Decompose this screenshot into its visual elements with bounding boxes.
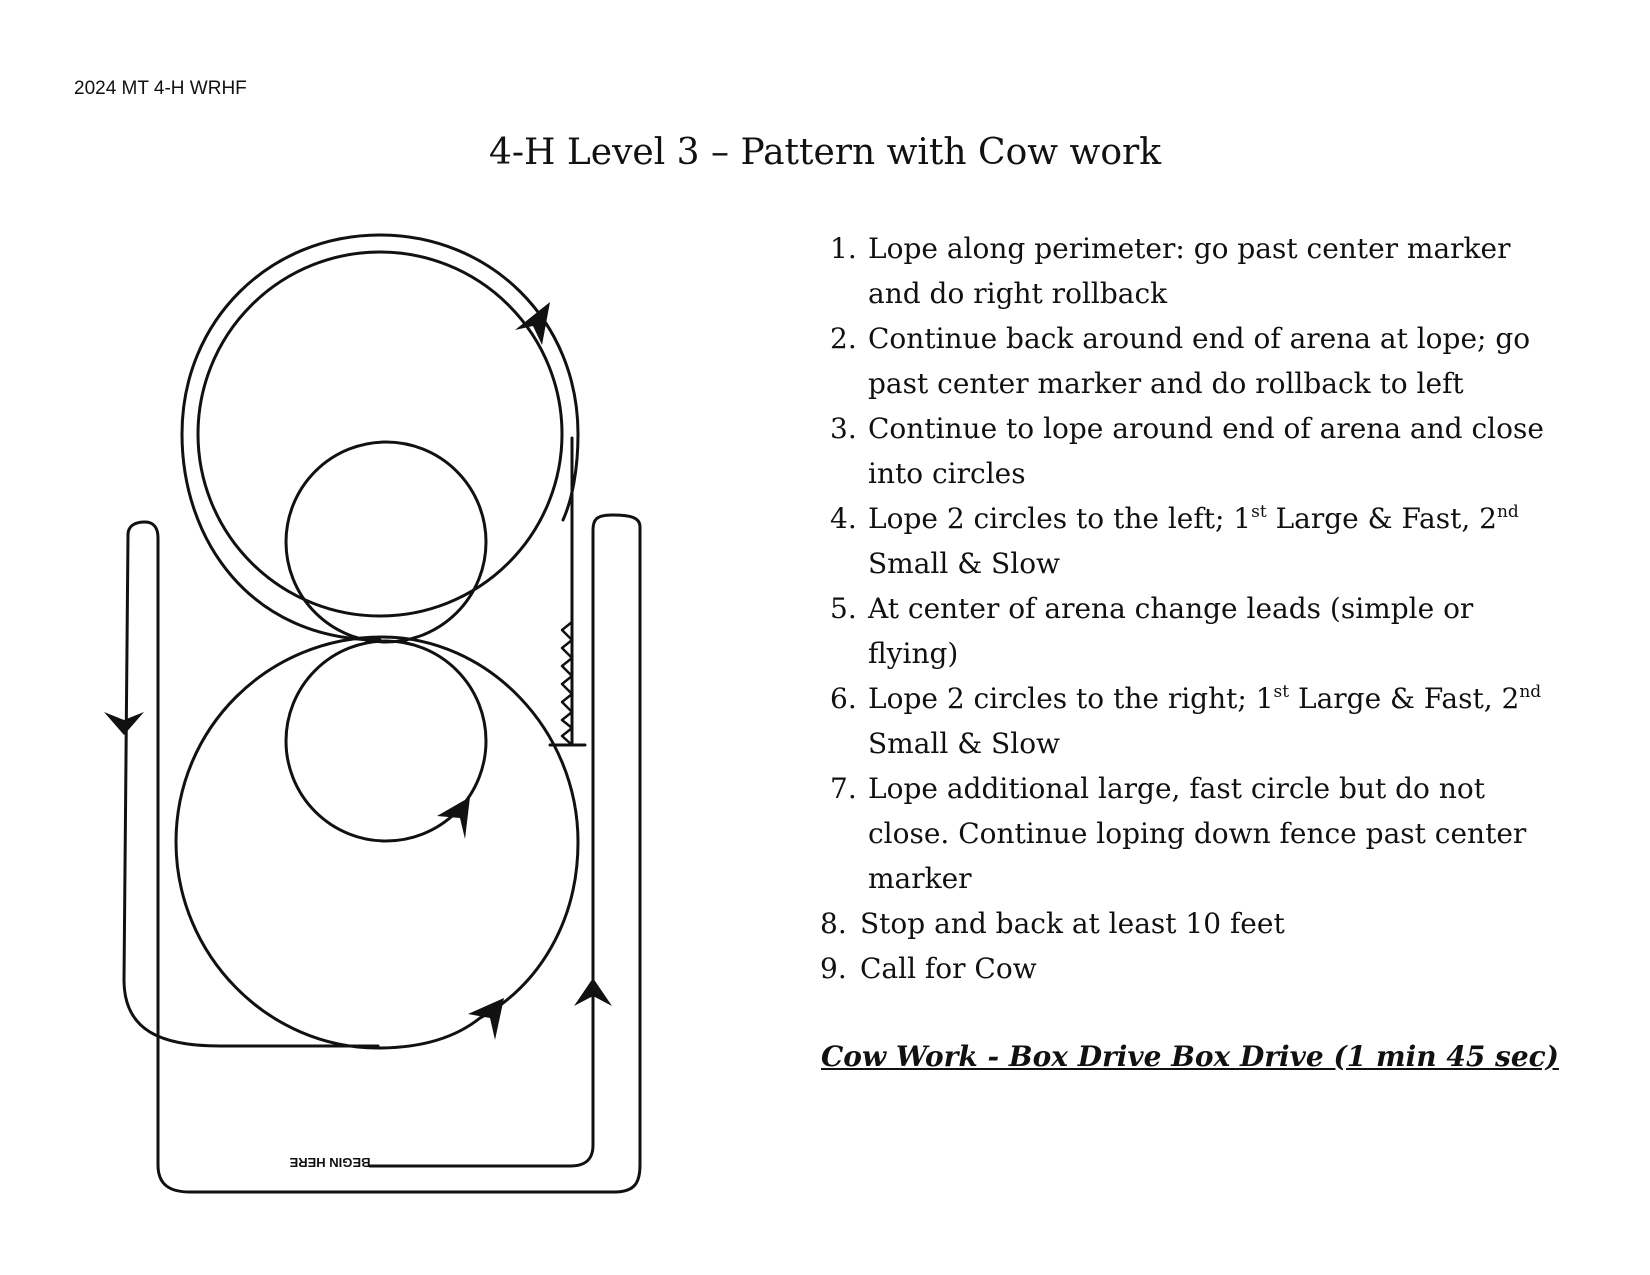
arrow-top-right — [515, 302, 550, 345]
step-text-c: Small & Slow — [868, 547, 1061, 580]
step-2: 2. Continue back around end of arena at … — [820, 316, 1560, 406]
small-left-circle — [284, 440, 488, 644]
arrow-left-down — [104, 712, 144, 735]
header-note: 2024 MT 4-H WRHF — [74, 78, 247, 99]
step-5: 5. At center of arena change leads (simp… — [820, 586, 1560, 676]
step-number: 4. — [830, 502, 857, 535]
step-8: 8. Stop and back at least 10 feet — [820, 901, 1560, 946]
back-up-zigzag — [560, 620, 574, 747]
step-text-a: Lope 2 circles to the right; 1 — [868, 682, 1274, 715]
large-left-circle-outer — [180, 233, 580, 642]
outer-path-inner-left — [122, 533, 380, 1048]
outer-path-left — [126, 513, 642, 1194]
step-number: 2. — [830, 322, 857, 355]
step-text: Call for Cow — [860, 952, 1037, 985]
arrow-bottom-circle — [468, 998, 504, 1040]
step-3: 3. Continue to lope around end of arena … — [820, 406, 1560, 496]
step-number: 5. — [830, 592, 857, 625]
small-right-circle — [284, 639, 488, 843]
step-number: 7. — [830, 772, 857, 805]
step-number: 9. — [820, 952, 847, 985]
arrow-right-up — [574, 978, 612, 1006]
step-1: 1. Lope along perimeter: go past center … — [820, 226, 1560, 316]
ordinal-suffix: nd — [1519, 682, 1542, 702]
step-text: Lope additional large, fast circle but d… — [868, 772, 1527, 895]
step-6: 6. Lope 2 circles to the right; 1st Larg… — [820, 676, 1560, 766]
large-left-circle-inner — [196, 250, 564, 618]
step-text: Continue back around end of arena at lop… — [868, 322, 1531, 400]
step-number: 3. — [830, 412, 857, 445]
step-text: Continue to lope around end of arena and… — [868, 412, 1544, 490]
step-text-c: Small & Slow — [868, 727, 1061, 760]
step-4: 4. Lope 2 circles to the left; 1st Large… — [820, 496, 1560, 586]
ordinal-suffix: nd — [1496, 502, 1519, 522]
cow-work-heading: Cow Work - Box Drive Box Drive (1 min 45… — [821, 1040, 1559, 1073]
begin-here-label: BEGIN HERE — [289, 1155, 370, 1170]
step-text-b: Large & Fast, 2 — [1289, 682, 1520, 715]
step-7: 7. Lope additional large, fast circle bu… — [820, 766, 1560, 901]
step-text: Stop and back at least 10 feet — [860, 907, 1285, 940]
arrow-small-circle — [437, 797, 470, 839]
step-text: Lope along perimeter: go past center mar… — [868, 232, 1511, 310]
ordinal-suffix: st — [1251, 502, 1267, 522]
large-right-circle — [174, 635, 580, 1050]
step-number: 1. — [830, 232, 857, 265]
step-text: At center of arena change leads (simple … — [868, 592, 1474, 670]
step-text-a: Lope 2 circles to the left; 1 — [868, 502, 1252, 535]
ordinal-suffix: st — [1273, 682, 1290, 702]
page-title: 4-H Level 3 – Pattern with Cow work — [488, 132, 1162, 173]
steps-list: 1. Lope along perimeter: go past center … — [820, 226, 1560, 991]
step-number: 8. — [820, 907, 847, 940]
step-9: 9. Call for Cow — [820, 946, 1560, 991]
step-text-b: Large & Fast, 2 — [1266, 502, 1497, 535]
step-number: 6. — [830, 682, 857, 715]
